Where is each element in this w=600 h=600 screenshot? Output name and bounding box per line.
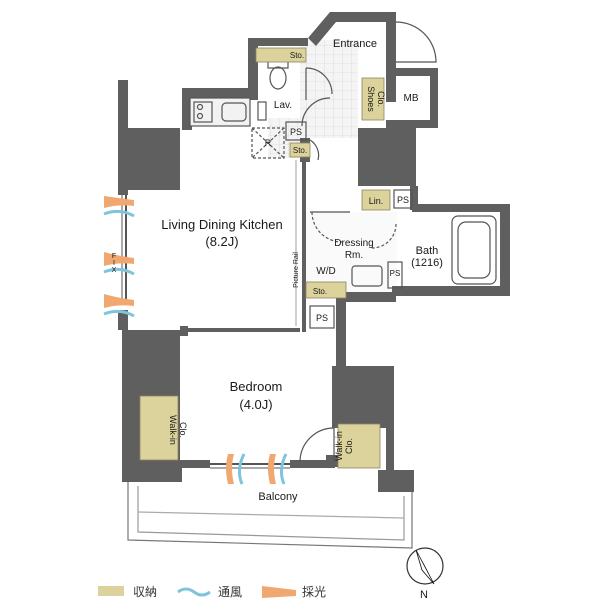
fix-label-f: F [112, 253, 116, 260]
airflow-light-markers [103, 196, 288, 485]
room-labels: Living Dining Kitchen (8.2J) Bedroom (4.… [112, 38, 443, 503]
balcony-light-arrows [226, 454, 276, 484]
sto-label-dressing: Sto. [313, 287, 327, 296]
picture-rail-label: Picture Rail [293, 252, 300, 288]
compass: N [406, 547, 444, 600]
legend: 収納 通風 採光 [98, 585, 326, 599]
r-label: R [265, 138, 272, 148]
lav-label: Lav. [274, 100, 292, 111]
sto-label-toilet: Sto. [290, 51, 304, 60]
compass-north-label: N [420, 589, 428, 600]
shoes-label-line1: Shoes [366, 86, 376, 112]
walkin-right-line2: Clo. [344, 438, 354, 454]
bedroom-size-label: (4.0J) [239, 397, 272, 412]
legend-light-label: 採光 [302, 585, 326, 599]
left-window-light-arrows [104, 196, 134, 308]
fix-label-x: X [112, 267, 117, 274]
walkin-left-line2: Clo. [178, 422, 188, 438]
wd-label: W/D [316, 266, 335, 277]
bath-label: Bath [416, 245, 439, 257]
legend-wind-swatch [177, 587, 211, 597]
ldk-size-label: (8.2J) [205, 234, 238, 249]
ps-label-lower: PS [316, 313, 328, 323]
ps-label-top: PS [290, 127, 302, 137]
sto-label-r: Sto. [293, 146, 307, 155]
ldk-label: Living Dining Kitchen [161, 217, 282, 232]
lin-label: Lin. [369, 196, 384, 206]
legend-wind-label: 通風 [218, 585, 242, 599]
left-window-wind-arrows [103, 209, 135, 318]
balcony-wind-arrows [237, 453, 288, 485]
fix-label-i: I [113, 260, 115, 267]
ps-label-side: PS [390, 269, 401, 278]
balcony-label: Balcony [258, 491, 298, 503]
bath-size-label: (1216) [411, 257, 443, 269]
legend-light-swatch [262, 586, 296, 598]
bedroom-label: Bedroom [230, 379, 283, 394]
storage-areas [139, 47, 391, 469]
walkin-right-line1: Walk-in [334, 431, 344, 461]
fixtures [121, 21, 497, 549]
dressing-label-line2: Rm. [345, 250, 363, 261]
mb-label: MB [404, 93, 419, 104]
legend-storage-swatch [98, 586, 124, 596]
walkin-left-line1: Walk-in [168, 415, 178, 445]
entrance-label: Entrance [333, 38, 377, 50]
legend-storage-label: 収納 [133, 585, 157, 599]
dressing-label-line1: Dressing [334, 238, 373, 249]
ps-label-bath: PS [397, 195, 409, 205]
shoes-label-line2: Clo. [376, 91, 386, 107]
